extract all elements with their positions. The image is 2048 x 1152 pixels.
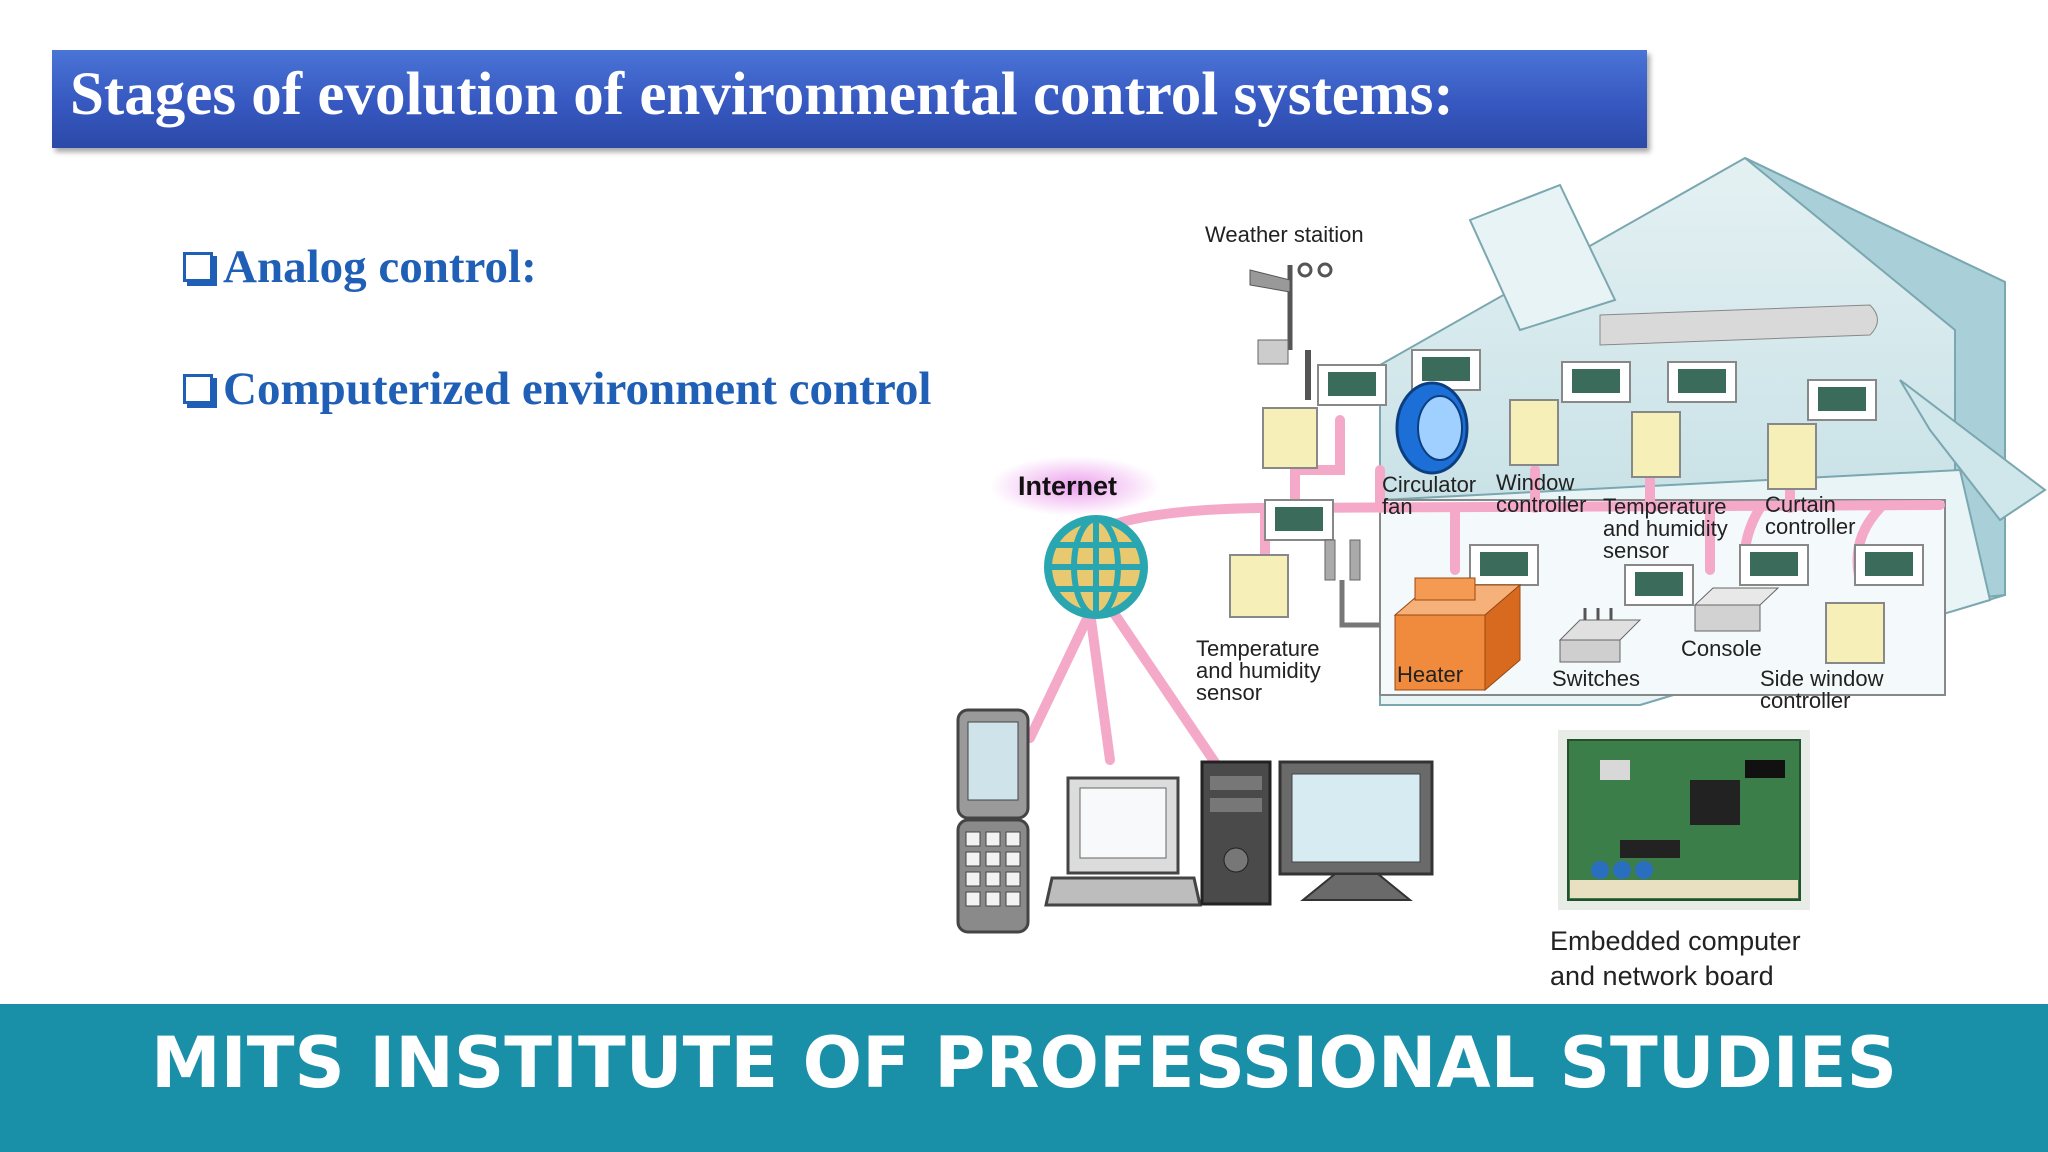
temp-humidity-outer-label-1: Temperature [1196,636,1320,661]
circulator-fan-label-1: Circulator [1382,472,1476,497]
weather-station: Weather staition [1205,222,1364,400]
embedded-board-label-1: Embedded computer [1550,926,1801,956]
heater-label: Heater [1397,662,1463,687]
desktop-tower-icon [1200,760,1272,906]
temp-humidity-inner-label-1: Temperature [1603,494,1727,519]
embedded-board-label-2: and network board [1550,961,1774,991]
temp-humidity-inner-label-2: and humidity [1603,516,1728,541]
side-window-controller-label-2: controller [1760,688,1850,713]
bullet-analog-control: Analog control: [183,240,537,294]
mobile-phone-icon [956,708,1030,934]
console-label: Console [1681,636,1762,661]
bullet-computerized-control: Computerized environment control [183,362,931,416]
internet-globe-icon: Internet [990,456,1160,619]
window-controller-label-1: Window [1496,470,1574,495]
monitor-icon [1278,760,1434,901]
network-modules [1264,349,1924,606]
temp-humidity-outer-label-2: and humidity [1196,658,1321,683]
side-window-controller-label-1: Side window [1760,666,1884,691]
heater-icon [1393,577,1522,692]
temp-humidity-outer-label-3: sensor [1196,680,1262,705]
bullet-text: Analog control: [223,241,537,293]
switches-label: Switches [1552,666,1640,691]
greenhouse-network-diagram: Weather staition [956,156,2047,991]
circulator-fan-icon [1395,381,1469,475]
curtain-controller-label-2: controller [1765,514,1855,539]
window-controller-label-2: controller [1496,492,1586,517]
weather-station-label: Weather staition [1205,222,1364,247]
bullet-text: Computerized environment control [223,363,932,415]
circulator-fan-label-2: fan [1382,494,1413,519]
internet-label: Internet [1018,471,1117,501]
institute-name: MITS INSTITUTE OF PROFESSIONAL STUDIES [150,1022,1897,1104]
checkbox-bullet-icon [183,374,213,404]
slide-title: Stages of evolution of environmental con… [70,61,1454,128]
console-icon [1693,587,1780,632]
laptop-icon [1044,776,1202,907]
embedded-board-image: Embedded computer and network board [1550,730,1810,991]
slide-title-bar: Stages of evolution of environmental con… [52,50,1647,148]
checkbox-bullet-icon [183,252,213,282]
component-labels: Circulator fan Window controller Tempera… [1196,470,1884,713]
switches-icon [1558,608,1642,663]
temp-humidity-inner-label-3: sensor [1603,538,1669,563]
footer-bar: MITS INSTITUTE OF PROFESSIONAL STUDIES [0,1004,2048,1152]
sensor-post-icon [1324,539,1380,628]
controller-boxes [1229,399,1885,664]
curtain-controller-label-1: Curtain [1765,492,1836,517]
